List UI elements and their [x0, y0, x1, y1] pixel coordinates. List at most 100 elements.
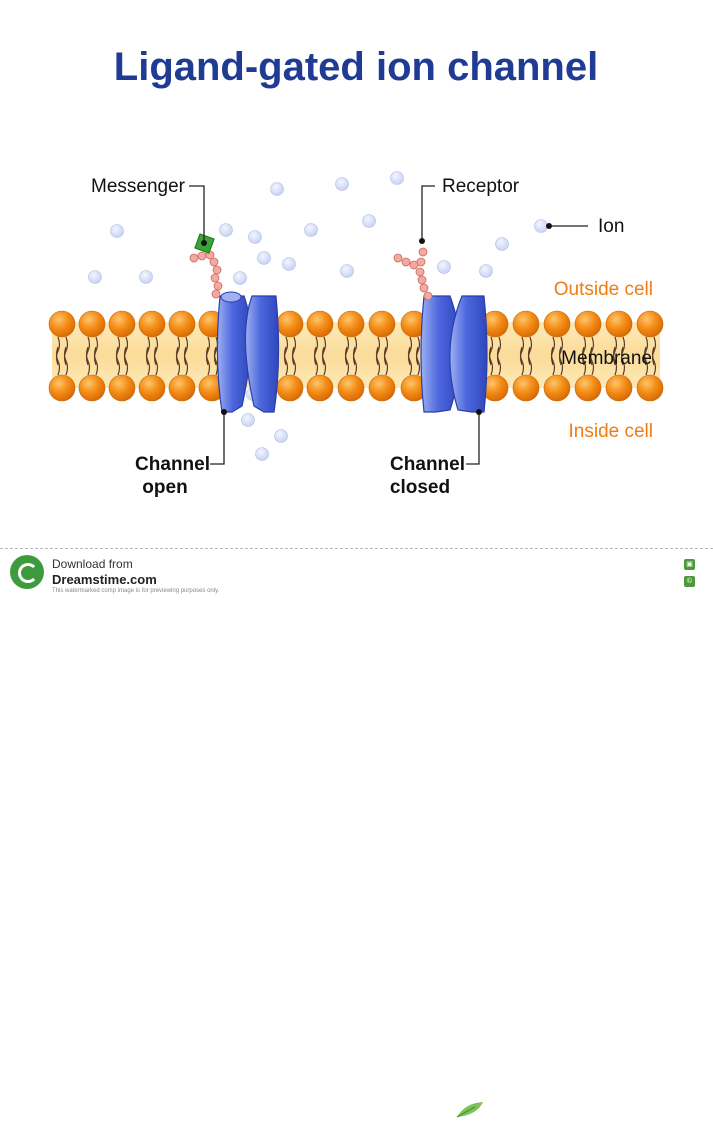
lipid-tail — [123, 336, 129, 376]
lipid-head-outer — [168, 310, 196, 338]
lipid-tail — [115, 336, 121, 376]
lipid-tail — [175, 336, 181, 376]
ion — [437, 260, 451, 274]
channel-open-leader-dot — [221, 409, 227, 415]
channel-open-leader-line — [210, 412, 225, 465]
lipid-tail — [375, 336, 381, 376]
lipid-tail — [344, 336, 350, 376]
lipid-head-inner — [543, 374, 571, 402]
lipid-tail — [321, 336, 327, 376]
copyright-badge-icon: © — [684, 576, 695, 587]
receptor-label: Receptor — [442, 176, 520, 197]
site-name-text[interactable]: Dreamstime.com — [52, 572, 157, 587]
channel-closed-label-line1: Channel — [390, 454, 465, 475]
id-badge-icon: ▣ — [684, 559, 695, 570]
channel-open-label-line2: open — [142, 477, 187, 498]
ion-label: Ion — [598, 216, 624, 237]
lipid-head-inner — [48, 374, 76, 402]
messenger-label: Messenger — [91, 176, 186, 197]
lipid-tail — [527, 336, 533, 376]
lipid-tail — [63, 336, 69, 376]
lipid-head-outer — [605, 310, 633, 338]
receptor-closed-chain — [393, 247, 433, 301]
lipid-head-inner — [636, 374, 664, 402]
lipid-head-inner — [605, 374, 633, 402]
ion — [274, 429, 288, 443]
lipid-head-inner — [138, 374, 166, 402]
ion — [282, 257, 296, 271]
lipid-head-outer — [636, 310, 664, 338]
receptor-leader-dot — [419, 238, 425, 244]
lipid-head-outer — [337, 310, 365, 338]
ion — [241, 413, 255, 427]
channel-closed-leader-dot — [476, 409, 482, 415]
ion — [534, 219, 548, 233]
lipid-head-outer — [48, 310, 76, 338]
lipid-tail — [550, 336, 556, 376]
lipid-tail — [383, 336, 389, 376]
lipid-head-inner — [368, 374, 396, 402]
ion — [304, 223, 318, 237]
lipid-head-outer — [138, 310, 166, 338]
lipid-tail — [291, 336, 297, 376]
outside-cell-label: Outside cell — [554, 279, 653, 300]
lipid-head-inner — [337, 374, 365, 402]
membrane-label: Membrane — [561, 348, 652, 369]
ion — [219, 223, 233, 237]
lipid-head-outer — [276, 310, 304, 338]
lipid-tail — [488, 336, 494, 376]
lipid-head-outer — [368, 310, 396, 338]
channel-closed — [420, 295, 488, 413]
diagram-title: Ligand-gated ion channel — [114, 45, 598, 89]
lipid-tail — [415, 336, 421, 376]
lipid-head-outer — [512, 310, 540, 338]
lipid-tail — [55, 336, 61, 376]
ion — [340, 264, 354, 278]
lipid-tail — [558, 336, 564, 376]
lipid-head-outer — [108, 310, 136, 338]
inside-cell-label: Inside cell — [569, 421, 654, 442]
lipid-tail — [205, 336, 211, 376]
lipid-tail — [496, 336, 502, 376]
lipid-head-inner — [574, 374, 602, 402]
phospholipid-bilayer — [48, 310, 664, 402]
channel-open-cap — [220, 291, 242, 303]
lipid-tail — [85, 336, 91, 376]
ion — [255, 447, 269, 461]
ion — [479, 264, 493, 278]
channel-open — [216, 291, 280, 413]
ion — [335, 177, 349, 191]
ion-leader-dot — [546, 223, 552, 229]
lipid-head-inner — [168, 374, 196, 402]
lipid-head-inner — [306, 374, 334, 402]
lipid-tail — [612, 336, 618, 376]
lipid-tail — [581, 336, 587, 376]
ion — [233, 271, 247, 285]
receptor-open-chain — [189, 250, 223, 299]
lipid-tail — [589, 336, 595, 376]
channel-closed-leader-line — [466, 412, 480, 465]
lipid-tail — [352, 336, 358, 376]
lipid-head-inner — [78, 374, 106, 402]
messenger-leader-dot — [201, 240, 207, 246]
ion — [139, 270, 153, 284]
channel-closed-label-line2: closed — [390, 477, 450, 498]
channel-open-right-subunit — [244, 295, 280, 413]
lipid-tail — [283, 336, 289, 376]
ligand-gated-ion-channel-diagram: Ligand-gated ion channel — [48, 45, 664, 498]
lipid-head-inner — [512, 374, 540, 402]
lipid-head-inner — [108, 374, 136, 402]
ion — [110, 224, 124, 238]
leaf-icon — [456, 1102, 483, 1118]
messenger-leader-line — [189, 185, 205, 243]
lipid-tail — [145, 336, 151, 376]
ion — [495, 237, 509, 251]
channel-open-label-line1: Channel — [135, 454, 210, 475]
lipid-head-inner — [276, 374, 304, 402]
lipid-head-outer — [543, 310, 571, 338]
receptor-leader-line — [421, 185, 435, 241]
lipid-tail — [519, 336, 525, 376]
lipid-tail — [183, 336, 189, 376]
ion — [248, 230, 262, 244]
lipid-tail — [620, 336, 626, 376]
